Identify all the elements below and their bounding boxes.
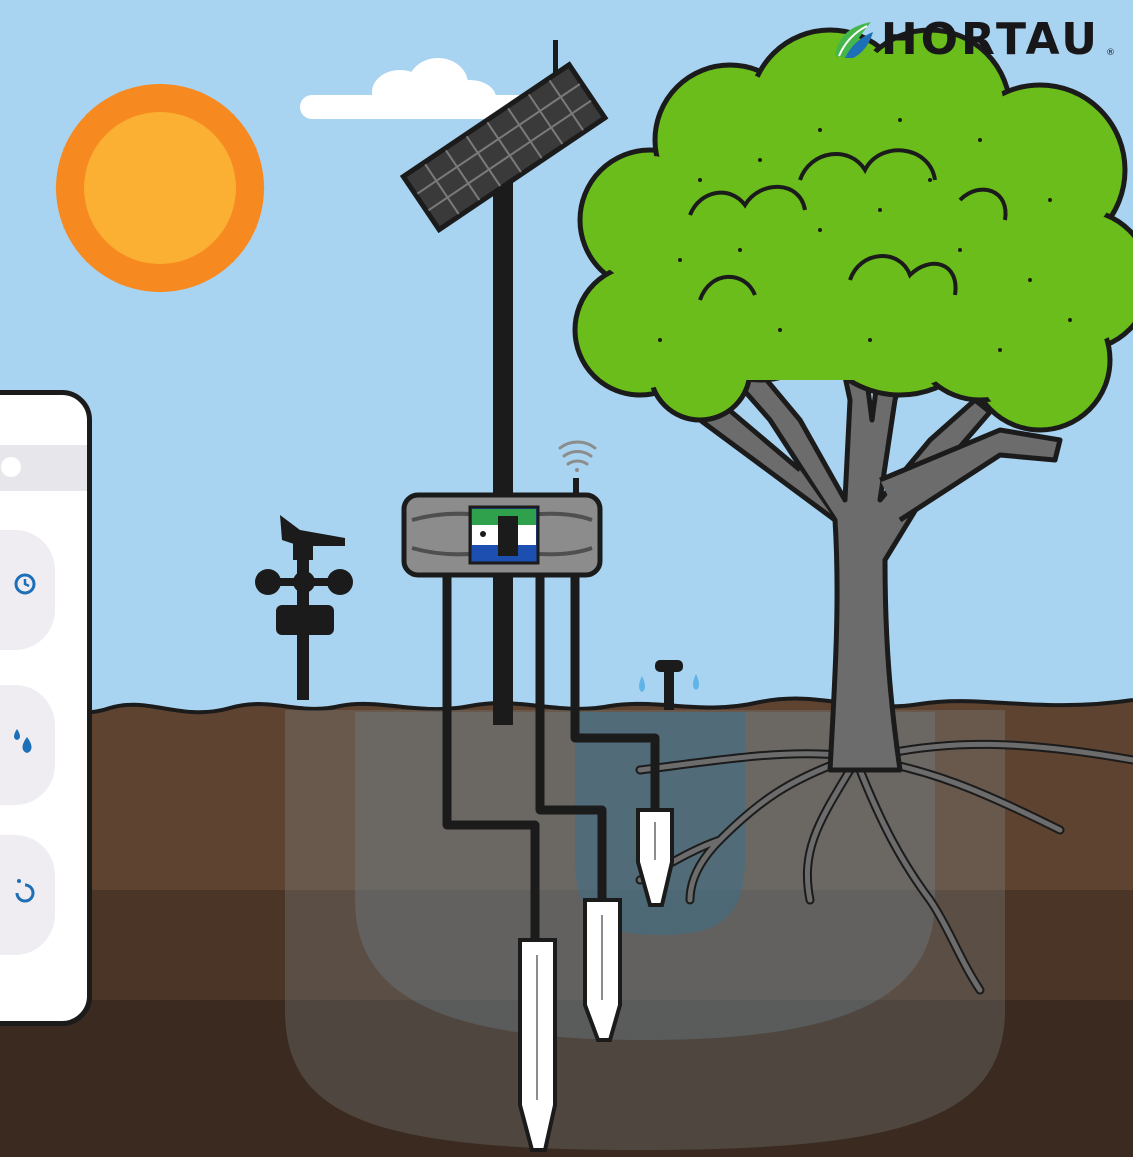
- sprinkler-icon: [639, 660, 699, 710]
- controller-unit: [401, 492, 603, 578]
- phone-card-schedule[interactable]: [0, 530, 55, 650]
- hortau-logo: HORTAU ®: [831, 18, 1115, 62]
- refresh-icon: [15, 879, 35, 903]
- sun-icon: [55, 83, 265, 293]
- phone-top-bar: [0, 445, 87, 491]
- water-drops-icon: [14, 729, 32, 753]
- tree: [572, 27, 1133, 995]
- leaf-logo-icon: [834, 22, 873, 58]
- weather-station-icon: [255, 515, 353, 700]
- solar-panel-icon: [399, 40, 609, 725]
- cloud: [300, 58, 540, 119]
- soil-sensor-probe-deep: [518, 938, 557, 1152]
- soil-sensor-probe-shallow: [636, 808, 674, 907]
- sensor-cables: [442, 570, 660, 955]
- phone-mockup: [0, 390, 92, 1026]
- registered-mark: ®: [1106, 48, 1115, 58]
- brand-name: HORTAU: [880, 14, 1100, 65]
- phone-status-dot: [1, 457, 21, 477]
- wifi-signal-icon: [558, 440, 597, 472]
- clock-icon: [14, 573, 36, 595]
- phone-card-cycle[interactable]: [0, 835, 55, 955]
- phone-card-water[interactable]: [0, 685, 55, 805]
- root-zone-overlay: [285, 710, 1005, 1150]
- soil-sensor-probe-middle: [583, 898, 622, 1042]
